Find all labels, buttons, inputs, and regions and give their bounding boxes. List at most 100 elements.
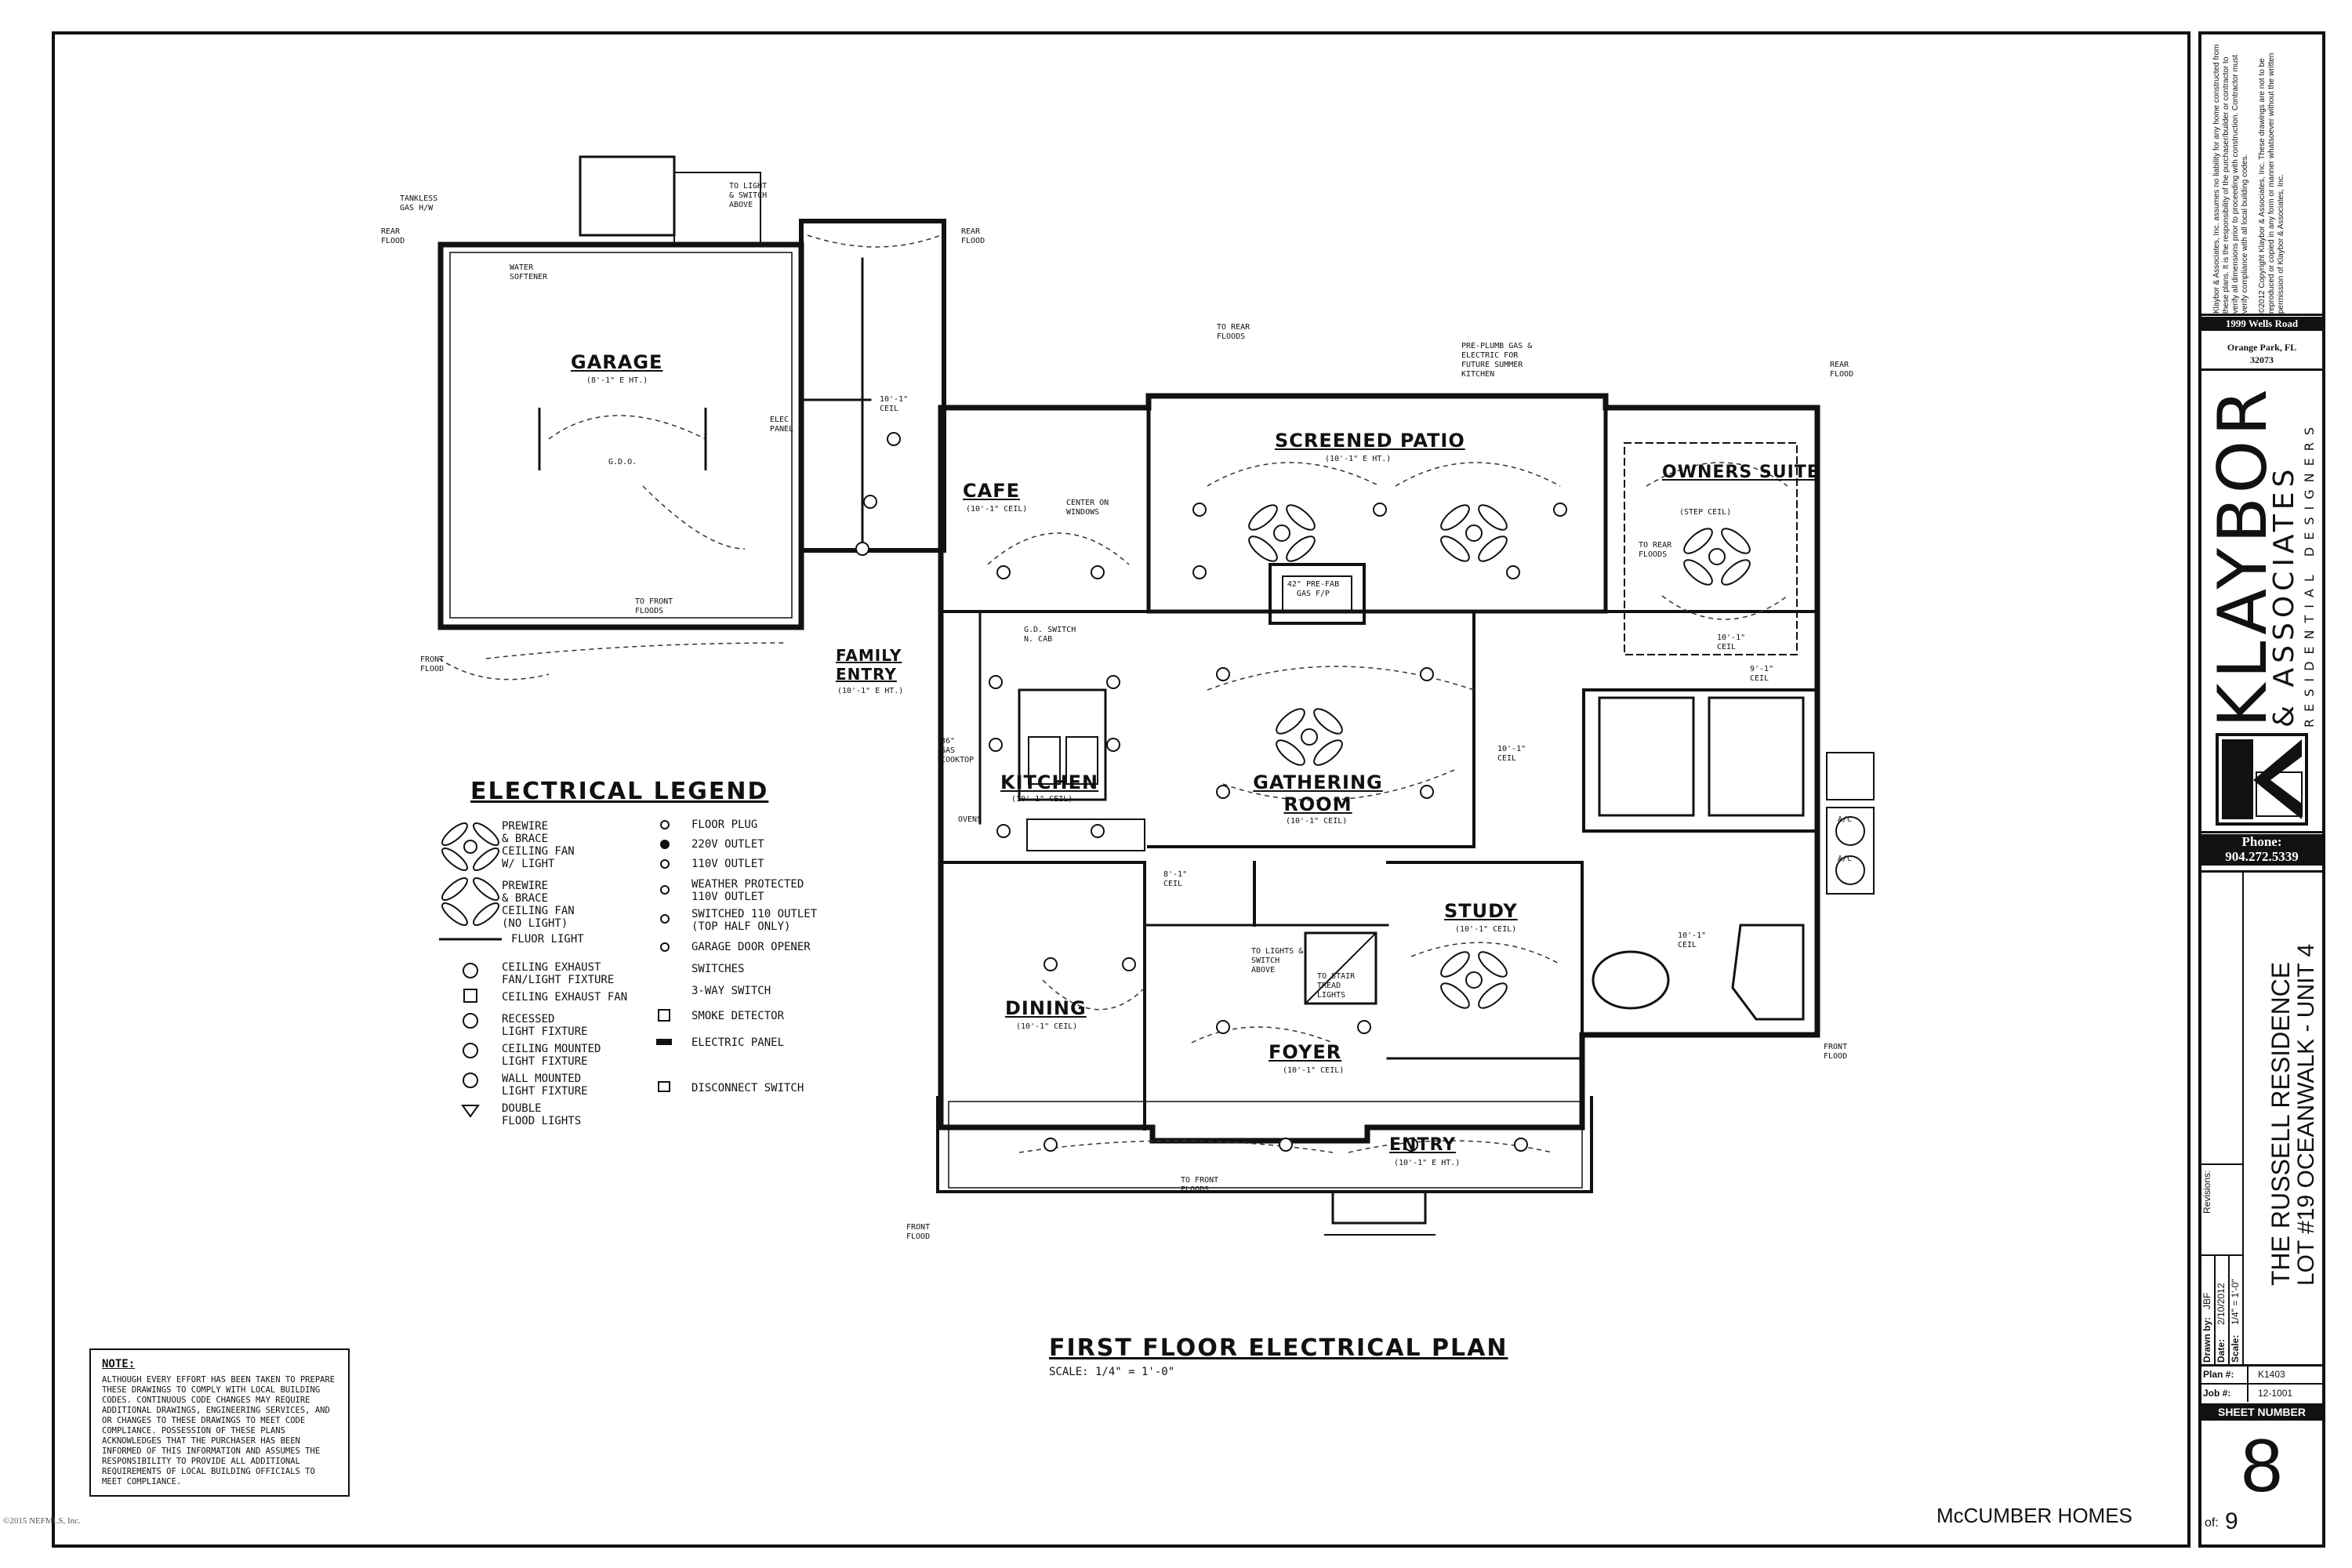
room-height-foyer: (10'-1" CEIL) [1283,1066,1345,1075]
note-to-rear-floods: TO REAR FLOODS [1217,323,1250,341]
note-gas-cooktop: 36" GAS COOKTOP [941,737,975,764]
room-label-foyer: FOYER [1269,1041,1342,1063]
room-height-garage: (8'-1" E HT.) [586,376,648,385]
legend-item-fan-light: PREWIRE & BRACE CEILING FAN W/ LIGHT [502,820,575,870]
room-label-study: STUDY [1444,900,1518,922]
legend-item-3way: 3-WAY SWITCH [691,985,771,997]
room-height-gathering-room: (10'-1" CEIL) [1286,817,1348,826]
tb-job-label: Job #: [2203,1388,2231,1399]
room-label-screened-patio: SCREENED PATIO [1275,430,1465,452]
legend-symbols [439,820,672,1118]
tb-job-no: 12-1001 [2258,1388,2293,1399]
room-height-dining: (10'-1" CEIL) [1016,1022,1078,1031]
legend-item-switched-outlet: SWITCHED 110 OUTLET (TOP HALF ONLY) [691,908,818,933]
room-label-gathering-room: GATHERING ROOM [1253,771,1383,815]
room-height-entry: (10'-1" E HT.) [1394,1159,1461,1167]
tb-company: KLAYBOR [2204,384,2282,728]
tb-phone: 904.272.5339 [2225,849,2299,864]
title-block-border [2198,31,2325,1548]
room-label-entry: ENTRY [1389,1135,1457,1155]
legend-item-recessed: RECESSED LIGHT FIXTURE [502,1013,588,1038]
note-pre-plumb: PRE-PLUMB GAS & ELECTRIC FOR FUTURE SUMM… [1461,342,1533,379]
builder-name: McCUMBER HOMES [1936,1504,2132,1527]
room-height-cafe: (10'-1" CEIL) [966,505,1028,514]
room-label-garage: GARAGE [571,351,663,373]
legend-item-garage-opener: GARAGE DOOR OPENER [691,941,811,953]
note-gdo: G.D.O. [608,458,637,466]
legend-item-110v: 110V OUTLET [691,858,764,870]
legend-item-disconnect: DISCONNECT SWITCH [691,1082,804,1094]
note-ceil-bath: 10'-1" CEIL [1678,931,1707,949]
legend-item-exhaust-fan: CEILING EXHAUST FAN [502,991,628,1004]
note-to-front-floods-porch: TO FRONT FLOODS [1181,1176,1219,1194]
ceiling-fans [1248,504,1751,1009]
legend-item-elec-panel: ELECTRIC PANEL [691,1036,785,1049]
note-to-lights-switch: TO LIGHTS & SWITCH ABOVE [1251,947,1304,975]
note-center-on-windows: CENTER ON WINDOWS [1066,499,1109,517]
legend-item-weather-outlet: WEATHER PROTECTED 110V OUTLET [691,878,804,903]
tb-tagline: RESIDENTIAL DESIGNERS [2302,420,2317,728]
legend-title: ELECTRICAL LEGEND [470,778,769,805]
tb-scale: 1/4" = 1'-0" [2230,1279,2241,1325]
room-label-owners-suite: OWNERS SUITE [1662,463,1820,482]
room-label-dining: DINING [1005,997,1087,1019]
sheet-border [52,31,2190,1548]
note-to-front-floods: TO FRONT FLOODS [635,597,673,615]
tb-plan-no: K1403 [2258,1369,2285,1380]
tb-address-2: Orange Park, FL [2227,342,2297,353]
klaybor-logo-icon [2216,733,2308,826]
note-prefab-gas: 42" PRE-FAB GAS F/P [1287,580,1340,598]
tb-project-2: LOT #19 OCEANWALK - UNIT 4 [2293,943,2319,1286]
room-height-screened-patio: (10'-1" E HT.) [1325,455,1392,463]
legend-item-smoke: SMOKE DETECTOR [691,1010,785,1022]
tb-revisions-label: Revisions: [2201,1170,2212,1214]
note-rear-flood-right: REAR FLOOD [1830,361,1854,379]
tb-plan-label: Plan #: [2203,1369,2234,1380]
legend-item-flood-lights: DOUBLE FLOOD LIGHTS [502,1102,582,1127]
tb-disclaimer-1: Klaybor & Associates, Inc. assumes no li… [2212,44,2249,314]
note-ceil-utility: 10'-1" CEIL [880,395,909,413]
tb-of-label: of: [2205,1516,2219,1530]
room-label-kitchen: KITCHEN [1000,771,1099,793]
tb-phone-block: Phone: 904.272.5339 [2200,834,2324,866]
garage-door-tracks [538,408,707,470]
note-water-softener: WATER SOFTENER [510,263,548,281]
note-gd-switch: G.D. SWITCH N. CAB [1024,626,1076,644]
room-height-family-entry: (10'-1" E HT.) [837,687,904,695]
note-heading: NOTE: [102,1358,136,1370]
note-to-stair-tread: TO STAIR TREAD LIGHTS [1317,972,1356,1000]
wiring [438,234,1788,1153]
room-label-family-entry: FAMILY ENTRY [836,646,902,684]
tb-phone-label: Phone: [2241,834,2282,849]
plan-title: FIRST FLOOR ELECTRICAL PLAN [1049,1334,1508,1362]
note-ac-2: A/C [1838,855,1853,863]
note-ovens: OVENS [958,815,982,824]
legend-item-switches: SWITCHES [691,963,745,975]
recessed-lights [855,432,1567,1152]
tb-project-1: THE RUSSELL RESIDENCE [2267,961,2295,1286]
room-height-study: (10'-1" CEIL) [1455,925,1517,934]
room-height-kitchen: (10'-1" CEIL) [1011,795,1073,804]
note-front-flood-bottom: FRONT FLOOD [906,1223,931,1241]
legend-item-fluor-light: FLUOR LIGHT [511,933,584,946]
note-rear-flood-left: REAR FLOOD [381,227,405,245]
note-tankless: TANKLESS GAS H/W [400,194,438,212]
note-body: Although every effort has been taken to … [102,1375,336,1486]
walls [437,155,1875,1236]
tb-scale-label: Scale: [2230,1334,2241,1363]
note-rear-flood-top: REAR FLOOD [961,227,985,245]
note-ceil-9: 9'-1" CEIL [1750,665,1774,683]
room-label-cafe: CAFE [963,480,1020,502]
tb-of-total: 9 [2225,1508,2238,1534]
note-to-rear-floods-suite: TO REAR FLOODS [1639,541,1672,559]
note-elec-panel: ELEC PANEL [770,416,794,434]
tb-date: 2/10/2012 [2216,1283,2227,1325]
legend-item-exhaust-light: CEILING EXHAUST FAN/LIGHT FIXTURE [502,961,615,986]
room-height-owners-suite: (STEP CEIL) [1679,508,1732,517]
tb-drawn-by: JBF [2201,1292,2212,1309]
legend-item-fan-no-light: PREWIRE & BRACE CEILING FAN (NO LIGHT) [502,880,575,930]
tb-sheet-label: SHEET NUMBER [2200,1403,2324,1421]
note-front-flood-left: FRONT FLOOD [420,655,445,673]
